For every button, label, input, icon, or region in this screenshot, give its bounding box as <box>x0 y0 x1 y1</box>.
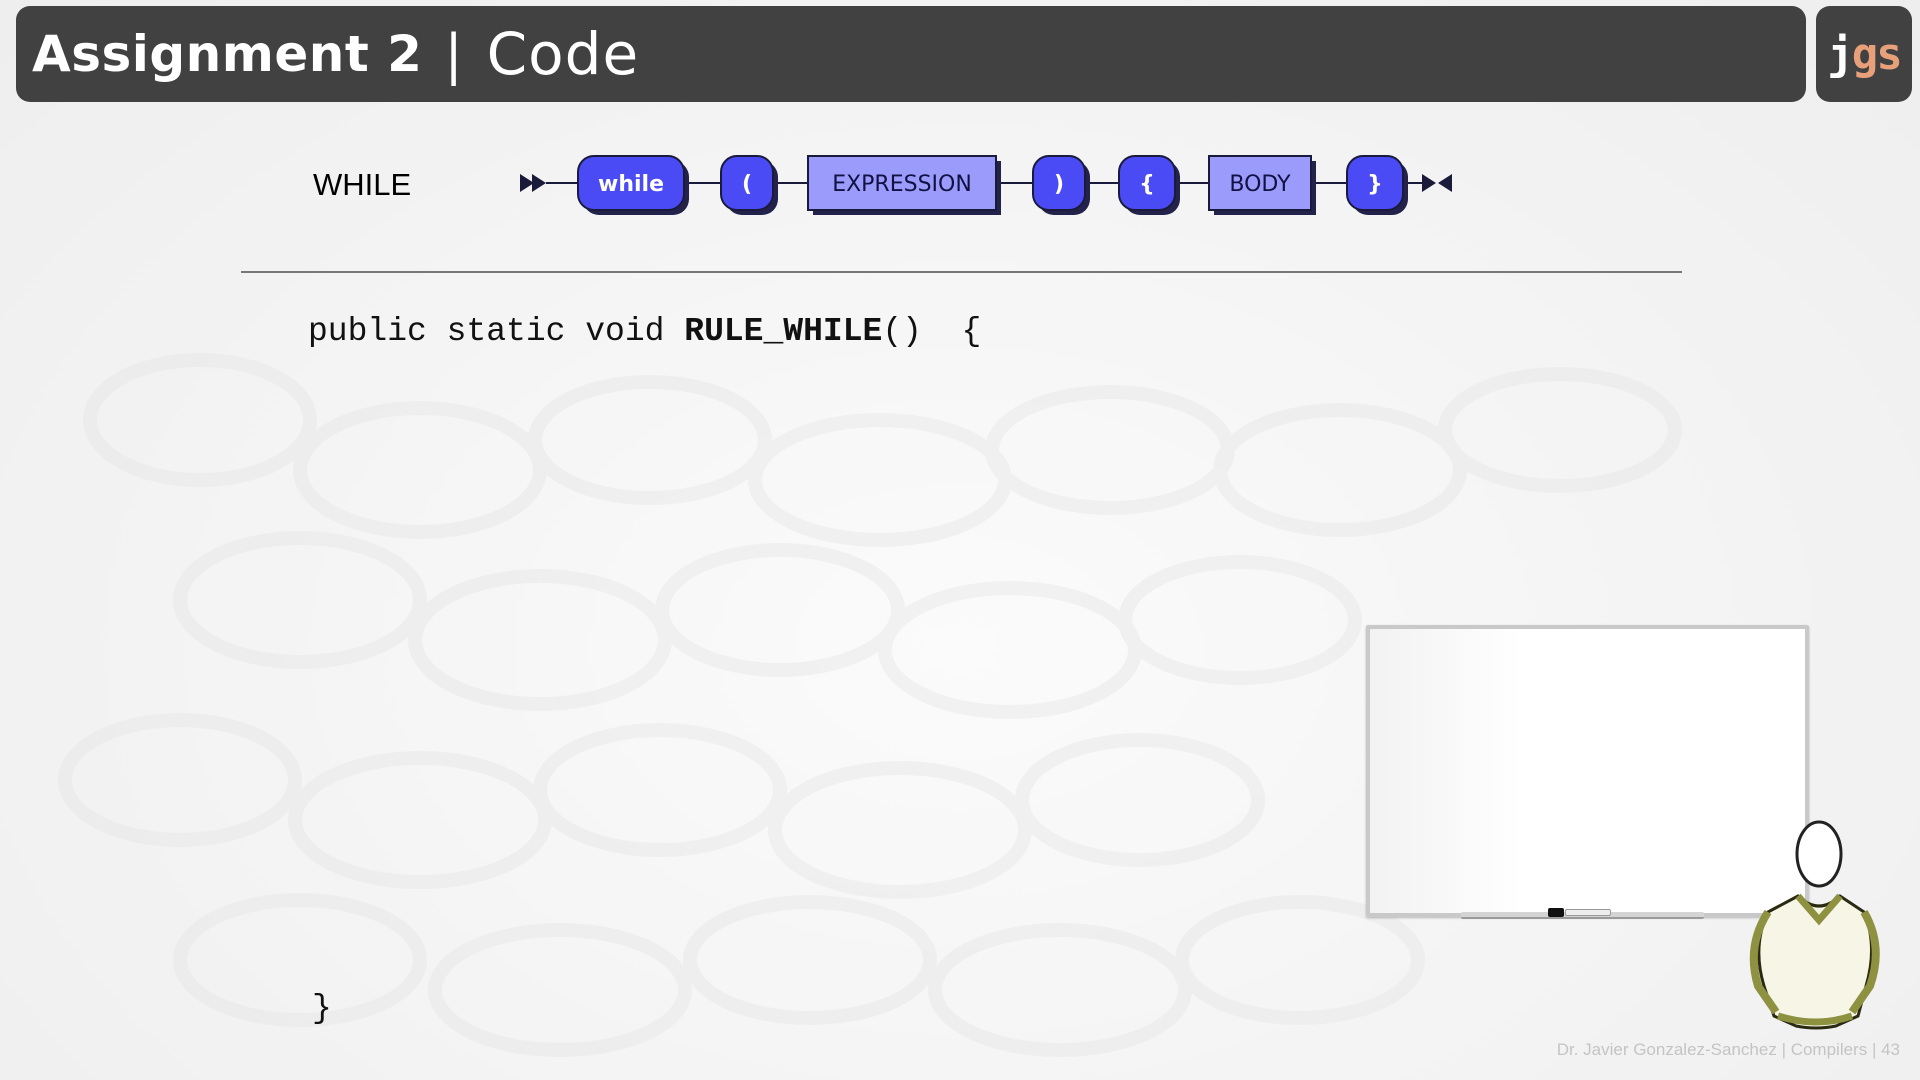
node-box <box>807 155 997 211</box>
diagram-start-marker-icon <box>520 174 546 192</box>
eraser-icon <box>1565 909 1611 916</box>
logo-letter-j: j <box>1827 28 1853 80</box>
nonterminal-node: EXPRESSION <box>807 155 1001 215</box>
node-box <box>720 155 774 211</box>
syntax-diagram: while ( EXPRESSION) { BODY} <box>520 148 1460 224</box>
terminal-node: { <box>1118 155 1180 215</box>
code-prefix: public static void <box>308 313 685 350</box>
node-box <box>577 155 685 211</box>
node-label: ( <box>742 172 752 197</box>
node-label: ) <box>1054 172 1064 197</box>
terminal-node: while <box>577 155 689 215</box>
code-closing-brace: } <box>312 990 332 1027</box>
terminal-node: ) <box>1032 155 1090 215</box>
code-suffix: () { <box>882 313 982 350</box>
slide-footer: Dr. Javier Gonzalez-Sanchez | Compilers … <box>1556 1040 1900 1059</box>
logo-letters-gs: gs <box>1851 28 1903 80</box>
rule-name-label: WHILE <box>313 167 412 202</box>
divider-line <box>241 271 1682 273</box>
node-label: BODY <box>1229 172 1291 197</box>
slide-title: Assignment 2 <box>32 25 423 83</box>
node-label: while <box>598 172 664 197</box>
node-label: { <box>1139 172 1155 197</box>
syntax-diagram-svg: while ( EXPRESSION) { BODY} <box>520 155 1452 215</box>
node-label: EXPRESSION <box>832 172 972 197</box>
slide-subtitle: Code <box>486 20 640 88</box>
node-box <box>1032 155 1086 211</box>
title-separator: | <box>444 22 463 86</box>
terminal-node: } <box>1346 155 1408 215</box>
code-method-name: RULE_WHILE <box>684 313 883 350</box>
node-box <box>1346 155 1404 211</box>
diagram-end-marker-icon <box>1422 174 1452 192</box>
header-bar: Assignment 2 | Code <box>16 6 1806 102</box>
node-box <box>1118 155 1176 211</box>
code-signature: public static void RULE_WHILE() { <box>308 313 981 350</box>
node-label: } <box>1367 172 1383 197</box>
node-box <box>1208 155 1312 211</box>
terminal-node: ( <box>720 155 778 215</box>
marker-icon <box>1548 908 1564 917</box>
nonterminal-node: BODY <box>1208 155 1316 215</box>
presenter-figure-icon <box>1749 820 1880 1030</box>
